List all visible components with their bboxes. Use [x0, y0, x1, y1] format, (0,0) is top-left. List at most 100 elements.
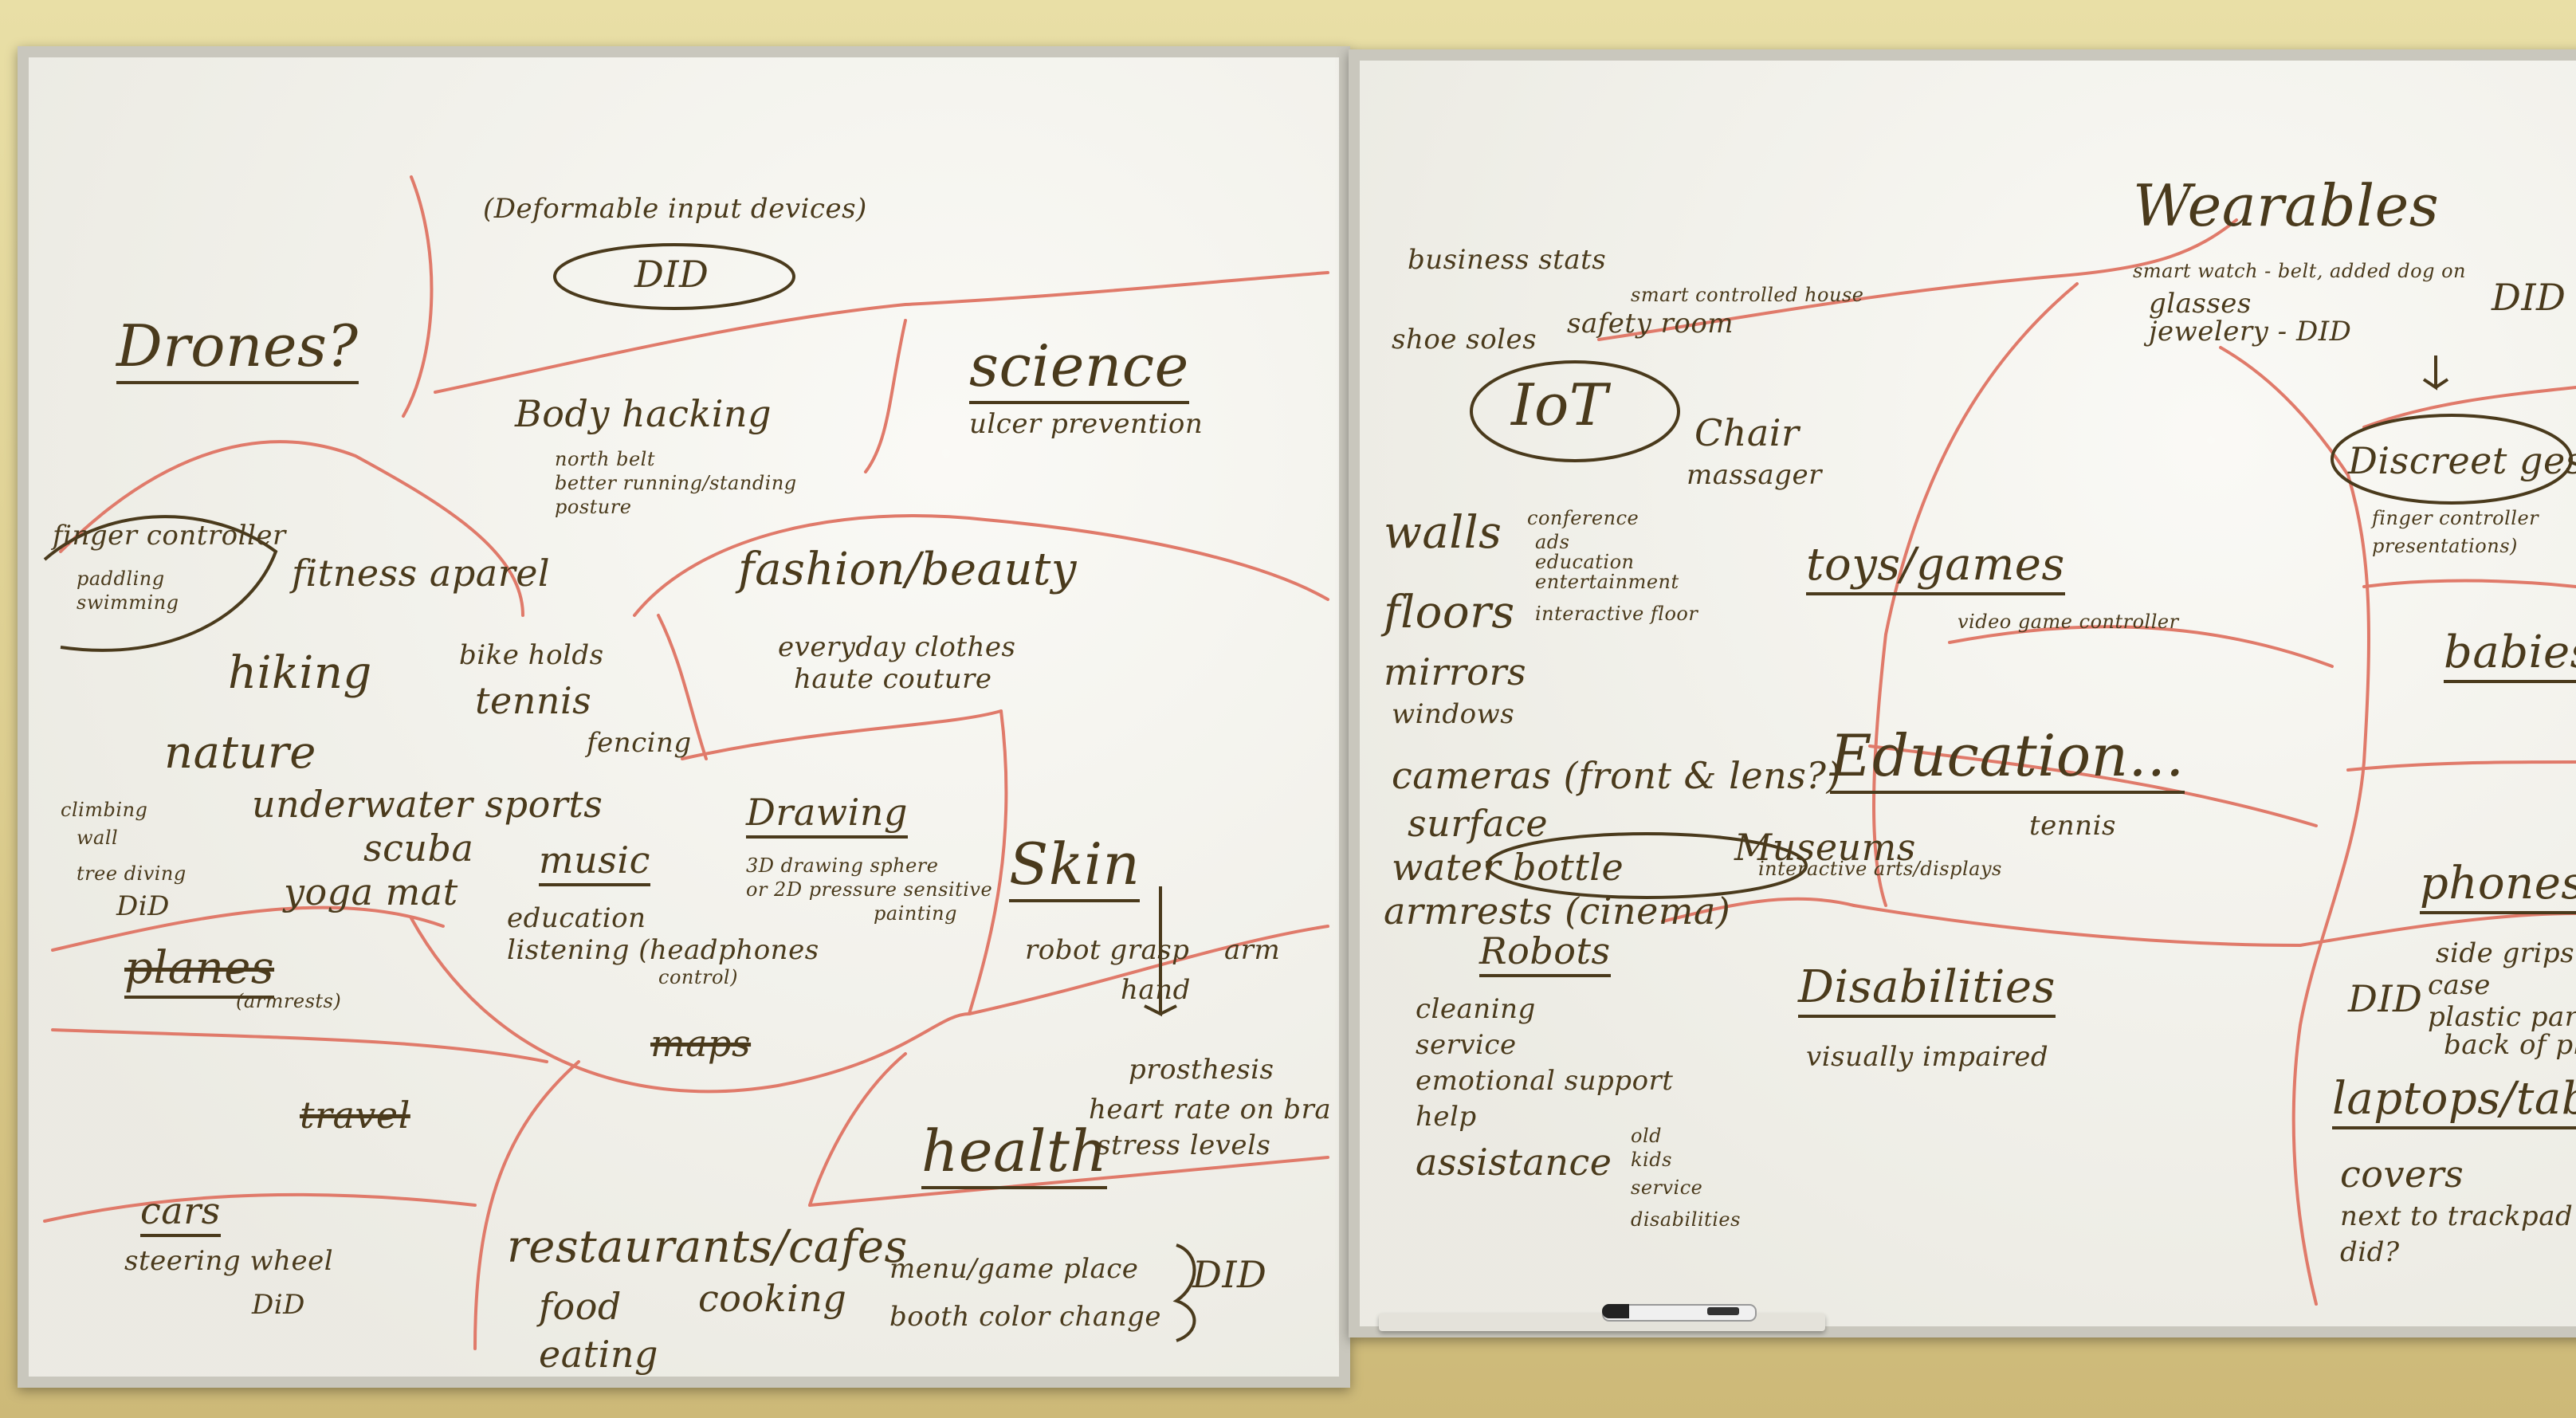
finger-controller-note-right: finger controller: [2372, 507, 2539, 529]
interactive-arts-note: interactive arts/displays: [1758, 858, 2002, 880]
travel-label: travel: [300, 1094, 410, 1137]
toys-games-heading: toys/games: [1806, 539, 2065, 595]
control-note: control): [658, 966, 738, 988]
deformable-input-label: (Deformable input devices): [483, 193, 867, 225]
music-education-note: education: [507, 902, 646, 934]
drawing-note-1: 3D drawing sphere: [746, 854, 939, 877]
drawing-note-3: painting: [874, 902, 957, 925]
food-label: food: [539, 1285, 622, 1328]
underwater-sports-label: underwater sports: [252, 783, 603, 826]
discreet-gesture-heading: Discreet gesture: [2348, 439, 2576, 482]
assistance-old-note: old: [1631, 1125, 1662, 1147]
wearables-did-note: DID: [2492, 276, 2566, 319]
whiteboard-right: business stats shoe soles safety room sm…: [1349, 49, 2576, 1337]
health-heading: health: [921, 1118, 1108, 1189]
robot-grasp-note: robot grasp: [1025, 934, 1190, 966]
restaurant-did-label: DID: [1192, 1253, 1267, 1296]
water-bottle-label: water bottle: [1392, 846, 1624, 889]
fencing-label: fencing: [587, 727, 692, 759]
planes-note: (armrests): [236, 990, 342, 1012]
smart-house-note: smart controlled house: [1631, 284, 1864, 306]
yoga-mat-label: yoga mat: [284, 870, 458, 913]
everyday-clothes-note: everyday clothes: [778, 631, 1016, 663]
climbing-label: climbing: [61, 799, 148, 821]
cars-heading: cars: [140, 1189, 221, 1237]
covers-note: covers: [2340, 1153, 2464, 1196]
iot-heading: IoT: [1511, 371, 1608, 438]
heart-rate-note: heart rate on bra: [1089, 1094, 1332, 1125]
whiteboard-left: (Deformable input devices) DID Drones? s…: [18, 46, 1350, 1388]
ulcer-prevention-note: ulcer prevention: [969, 408, 1204, 440]
case-note: case: [2428, 969, 2491, 1001]
cleaning-note: cleaning: [1416, 993, 1536, 1025]
assistance-disabilities-note: disabilities: [1631, 1208, 1741, 1231]
phones-did-note: DID: [2348, 977, 2423, 1020]
scuba-label: scuba: [363, 827, 474, 870]
did-question-note: did?: [2340, 1236, 2400, 1268]
climbing-wall-label: wall: [77, 827, 119, 849]
paddling-note: paddling: [77, 568, 165, 590]
wearables-heading: Wearables: [2133, 172, 2440, 239]
cars-did-note: DiD: [252, 1289, 305, 1321]
finger-controller-note: finger controller: [53, 520, 286, 552]
skin-heading: Skin: [1009, 831, 1141, 902]
planes-heading: planes: [124, 942, 275, 999]
massager-label: massager: [1687, 459, 1822, 491]
hiking-label: hiking: [228, 647, 372, 699]
nature-label: nature: [164, 727, 316, 779]
presentations-note: presentations): [2372, 535, 2518, 557]
fitness-apparel-heading: fitness aparel: [292, 552, 551, 595]
armrests-label: armrests (cinema): [1384, 890, 1731, 933]
education-tennis-note: tennis: [2029, 810, 2116, 842]
glasses-note: glasses: [2149, 288, 2252, 320]
education-heading: Education...: [1830, 722, 2185, 794]
laptops-tablets-heading: laptops/tablets: [2332, 1073, 2576, 1129]
did-oval-label: DID: [634, 253, 709, 296]
left-divider-lines: [43, 175, 1329, 1350]
smart-watch-note: smart watch - belt, added dog on: [2133, 260, 2466, 282]
body-hacking-note-1: north belt: [555, 448, 655, 470]
help-note: help: [1416, 1101, 1477, 1133]
back-of-phone-note: back of phone: [2444, 1029, 2576, 1061]
disabilities-heading: Disabilities: [1798, 961, 2056, 1018]
marker-pen[interactable]: [1602, 1304, 1757, 1322]
visually-impaired-note: visually impaired: [1806, 1041, 2049, 1073]
video-game-controller-note: video game controller: [1958, 611, 2179, 633]
shoe-soles-note: shoe soles: [1392, 324, 1537, 355]
eating-label: eating: [539, 1333, 658, 1376]
jewelery-note: jewelery - DID: [2149, 316, 2352, 348]
menu-game-note: menu/game place: [889, 1253, 1139, 1285]
service-note: service: [1416, 1029, 1517, 1061]
drawing-note-2: or 2D pressure sensitive: [746, 878, 993, 901]
mirrors-label: mirrors: [1384, 650, 1527, 693]
windows-label: windows: [1392, 698, 1515, 730]
fashion-beauty-heading: fashion/beauty: [738, 544, 1078, 595]
body-hacking-note-2: better running/standing: [555, 472, 797, 494]
body-hacking-note-3: posture: [555, 496, 632, 518]
body-hacking-heading: Body hacking: [515, 392, 772, 435]
haute-couture-note: haute couture: [794, 663, 992, 695]
phones-heading: phones: [2420, 858, 2576, 914]
booth-color-note: booth color change: [889, 1301, 1161, 1333]
arm-note: arm: [1224, 934, 1281, 966]
diving-did-label: DiD: [116, 890, 170, 922]
walls-note-entertainment: entertainment: [1535, 571, 1679, 593]
side-grips-note: side grips: [2436, 937, 2575, 969]
steering-wheel-note: steering wheel: [124, 1245, 334, 1277]
walls-label: walls: [1384, 507, 1502, 559]
emotional-support-note: emotional support: [1416, 1065, 1674, 1097]
plastic-parts-note: plastic parts: [2428, 1001, 2576, 1033]
museums-heading: Museums: [1734, 826, 1916, 869]
assistance-note: assistance: [1416, 1141, 1612, 1184]
floors-label: floors: [1384, 587, 1515, 638]
walls-note-interactive-floor: interactive floor: [1535, 603, 1698, 625]
stress-levels-note: stress levels: [1097, 1129, 1271, 1161]
cooking-label: cooking: [698, 1277, 847, 1320]
music-heading: music: [539, 839, 650, 886]
safety-room-note: safety room: [1567, 308, 1734, 340]
right-divider-lines: [1470, 218, 2576, 1306]
chair-label: Chair: [1694, 411, 1800, 454]
swimming-note: swimming: [77, 591, 179, 614]
babies-kids-heading: babies/kids: [2444, 627, 2576, 683]
listening-note: listening (headphones: [507, 934, 819, 966]
